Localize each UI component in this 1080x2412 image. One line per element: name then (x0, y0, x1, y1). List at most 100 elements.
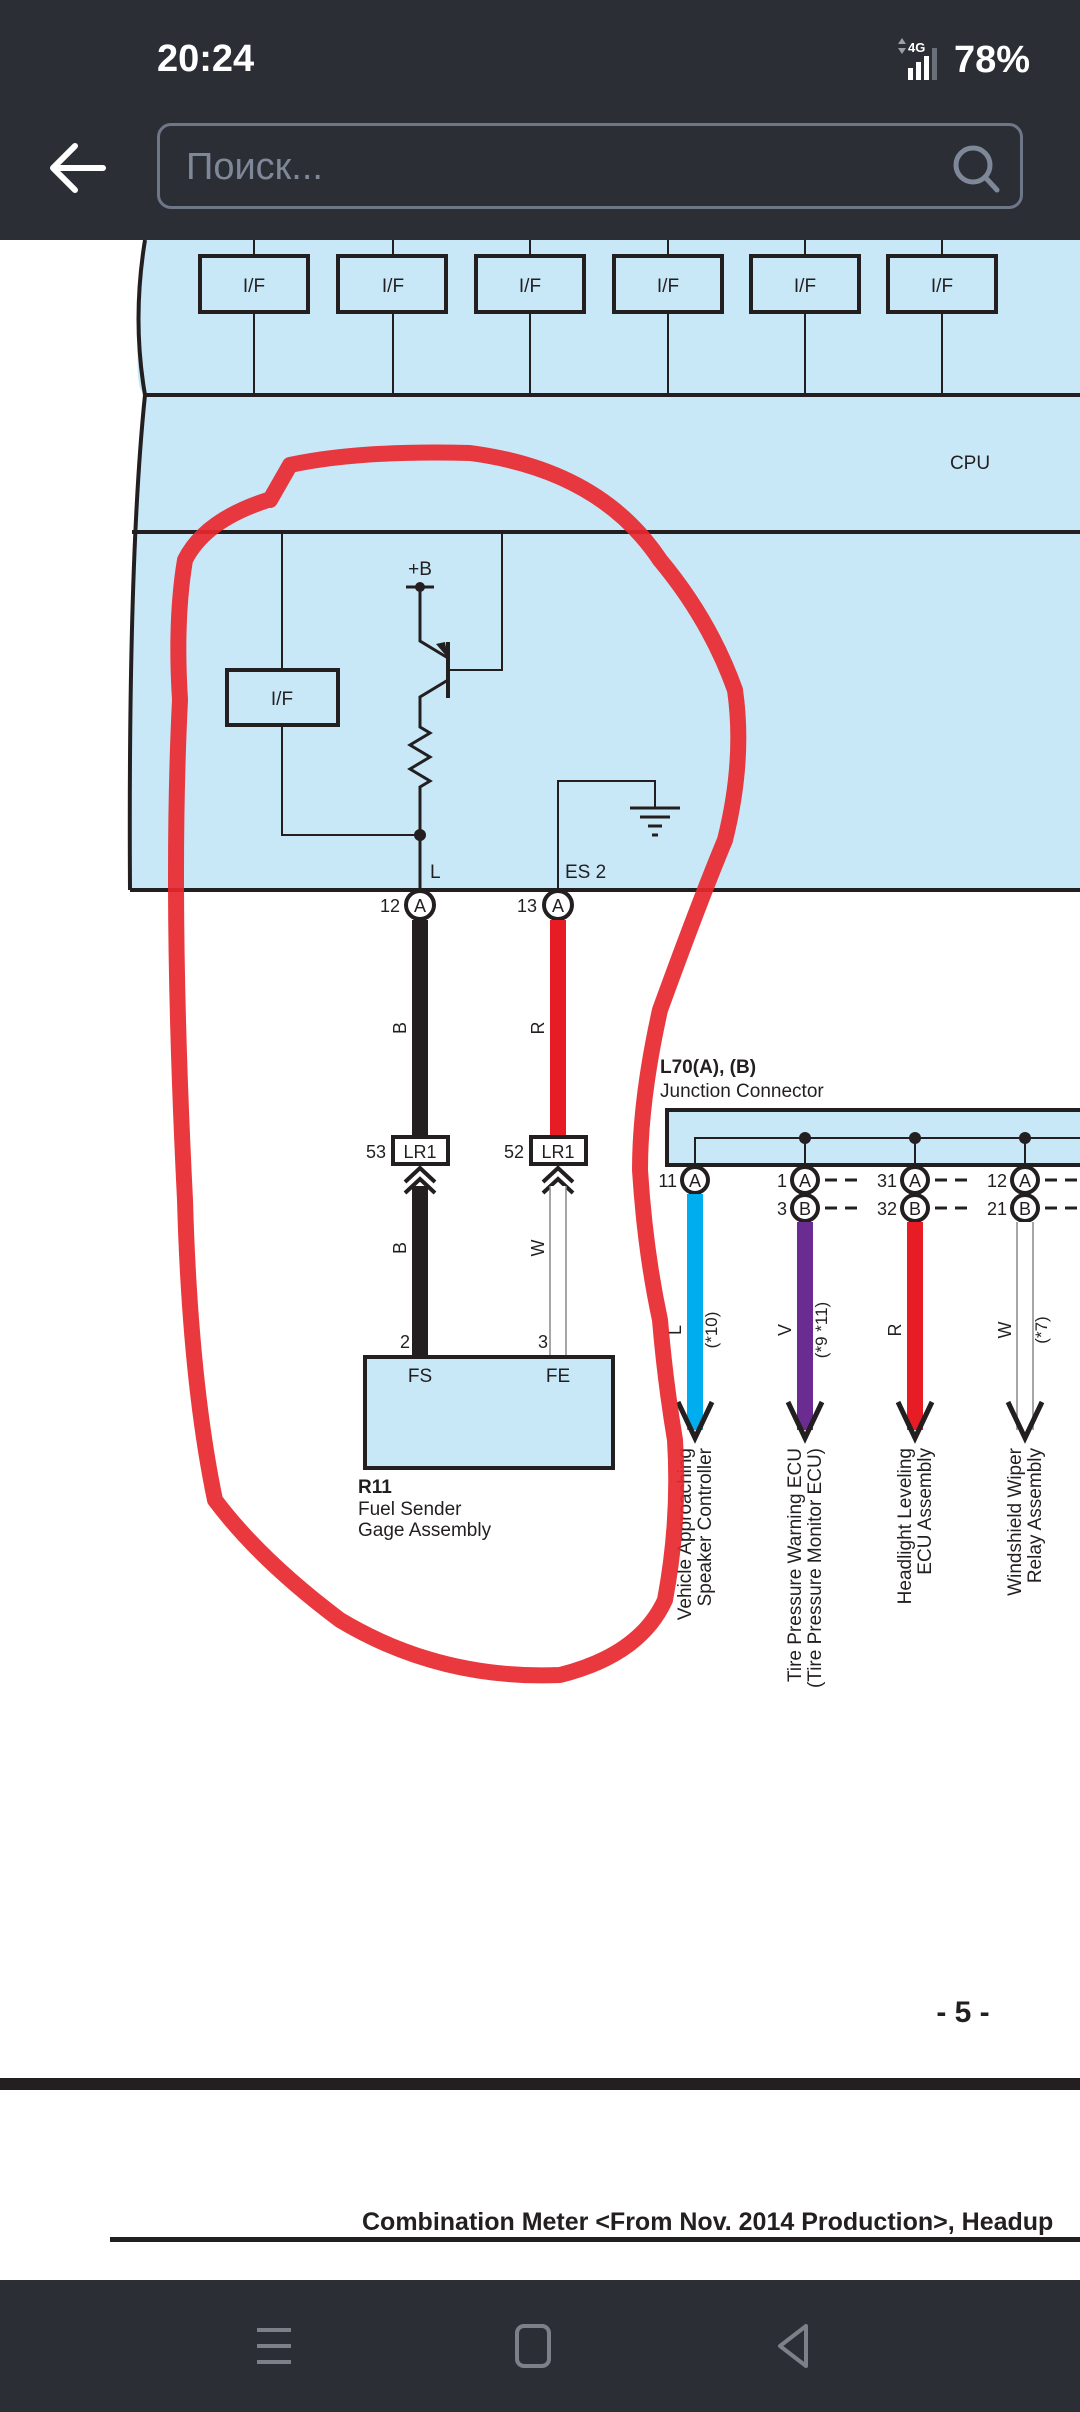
if-label: I/F (657, 276, 679, 297)
pin-number: 3 (538, 1332, 548, 1352)
if-box: I/F (336, 240, 448, 395)
page-divider (0, 2078, 1080, 2090)
document-page[interactable]: I/F I/F I/F I/F I/F I/F CPU I/F +B L (0, 239, 1080, 2280)
connector-letter: B (1019, 1199, 1031, 1219)
pin-number: 12 (380, 896, 400, 916)
connector-letter: A (909, 1171, 921, 1191)
wire-note: (*10) (702, 1312, 721, 1349)
chevron-icon (541, 1165, 575, 1184)
home-icon[interactable] (503, 2316, 563, 2376)
pin-number: 11 (658, 1171, 677, 1191)
lr1-connector (529, 1135, 588, 1166)
search-input[interactable] (184, 126, 908, 208)
pin-number: 13 (517, 896, 537, 916)
destination-line1: Windshield Wiper (1005, 1447, 1026, 1595)
sender-name-line1: Fuel Sender (358, 1499, 462, 1520)
footer-rule (110, 2237, 1080, 2242)
destination-line2: Relay Assembly (1025, 1448, 1046, 1584)
wire-color-code: V (775, 1324, 795, 1336)
wire-note: (*7) (1032, 1316, 1051, 1343)
if-label: I/F (519, 276, 541, 297)
back-triangle-icon[interactable] (762, 2316, 822, 2376)
chevron-icon (541, 1176, 575, 1195)
pin-number: 31 (877, 1171, 897, 1191)
pin-number: 52 (504, 1142, 524, 1162)
wire-color-code: B (390, 1242, 410, 1254)
wire-color-code: L (665, 1325, 685, 1335)
fuel-sender-box (363, 1355, 615, 1470)
footer-title: Combination Meter <From Nov. 2014 Produc… (362, 2208, 1053, 2236)
if-box: I/F (474, 240, 586, 395)
meter-module-body (129, 240, 1080, 890)
pin-number: 12 (987, 1171, 1007, 1191)
pin-a-circle (680, 1165, 710, 1195)
arrow-down-icon (785, 1400, 825, 1444)
connector-letter: A (689, 1171, 701, 1191)
destination-line2: (Tire Pressure Monitor ECU) (805, 1448, 826, 1688)
junction-name: Junction Connector (660, 1081, 824, 1102)
destination-line1: Headlight Leveling (895, 1448, 916, 1604)
destination-line2: ECU Assembly (915, 1448, 936, 1575)
page-number: - 5 - (936, 1996, 989, 2029)
plus-b-label: +B (408, 559, 432, 580)
back-button[interactable] (45, 140, 115, 196)
pin-number: 1 (777, 1171, 787, 1191)
pin-b-circle (790, 1193, 820, 1223)
transistor-emitter-arrow-icon (436, 642, 448, 658)
arrow-down-icon (675, 1400, 715, 1444)
if-label: I/F (243, 276, 265, 297)
sender-code: R11 (358, 1477, 392, 1498)
wire-color-code: R (885, 1324, 905, 1337)
wiring-diagram: I/F I/F I/F I/F I/F I/F CPU I/F +B L (0, 239, 1080, 2242)
terminal-fe-label: FE (546, 1366, 570, 1387)
pin-number: 53 (366, 1142, 386, 1162)
chevron-icon (403, 1176, 437, 1195)
arrow-down-icon (1005, 1400, 1045, 1444)
sender-name-line2: Gage Assembly (358, 1520, 492, 1541)
wire-white-lower (549, 1186, 567, 1357)
status-indicators: 4G 78% (894, 38, 1030, 82)
pin-number: 32 (877, 1199, 897, 1219)
if-label: I/F (382, 276, 404, 297)
connector-letter: B (799, 1199, 811, 1219)
if-box: I/F (198, 240, 310, 395)
if-box: I/F (886, 240, 998, 395)
system-nav-bar (0, 2280, 1080, 2412)
pin-number: 3 (777, 1199, 787, 1219)
pin-number: 21 (987, 1199, 1007, 1219)
arrow-left-icon (50, 143, 106, 193)
pin-b-circle (900, 1193, 930, 1223)
pin-number: 2 (400, 1332, 410, 1352)
if-box: I/F (749, 240, 861, 395)
wire-note: (*9 *11) (812, 1302, 831, 1358)
wire-color-code: R (528, 1022, 548, 1035)
inner-if-label: I/F (271, 689, 293, 710)
connector-letter: B (909, 1199, 921, 1219)
if-label: I/F (931, 276, 953, 297)
connector-letter: A (414, 896, 426, 916)
annotation-loop (168, 444, 747, 1684)
status-time: 20:24 (157, 38, 255, 80)
search-icon[interactable] (950, 142, 1002, 194)
resistor-icon (407, 678, 449, 835)
pin-b-circle (1010, 1193, 1040, 1223)
connector-letter: A (1019, 1171, 1031, 1191)
lr1-connector (391, 1135, 450, 1166)
wire-color-code: W (528, 1240, 548, 1257)
inner-if-box (225, 668, 340, 727)
battery-percent: 78% (953, 38, 1030, 81)
connector-letter: A (552, 896, 564, 916)
terminal-fs-label: FS (408, 1366, 432, 1387)
if-label: I/F (794, 276, 816, 297)
search-field[interactable] (157, 123, 1023, 209)
network-type: 4G (908, 40, 925, 55)
connector-letter: A (799, 1171, 811, 1191)
chevron-icon (403, 1165, 437, 1184)
wire-color-code: W (995, 1322, 1015, 1339)
ground-icon (630, 806, 680, 837)
wire-white (1017, 1222, 1033, 1430)
cpu-label: CPU (950, 453, 990, 474)
recents-icon[interactable] (243, 2316, 303, 2376)
